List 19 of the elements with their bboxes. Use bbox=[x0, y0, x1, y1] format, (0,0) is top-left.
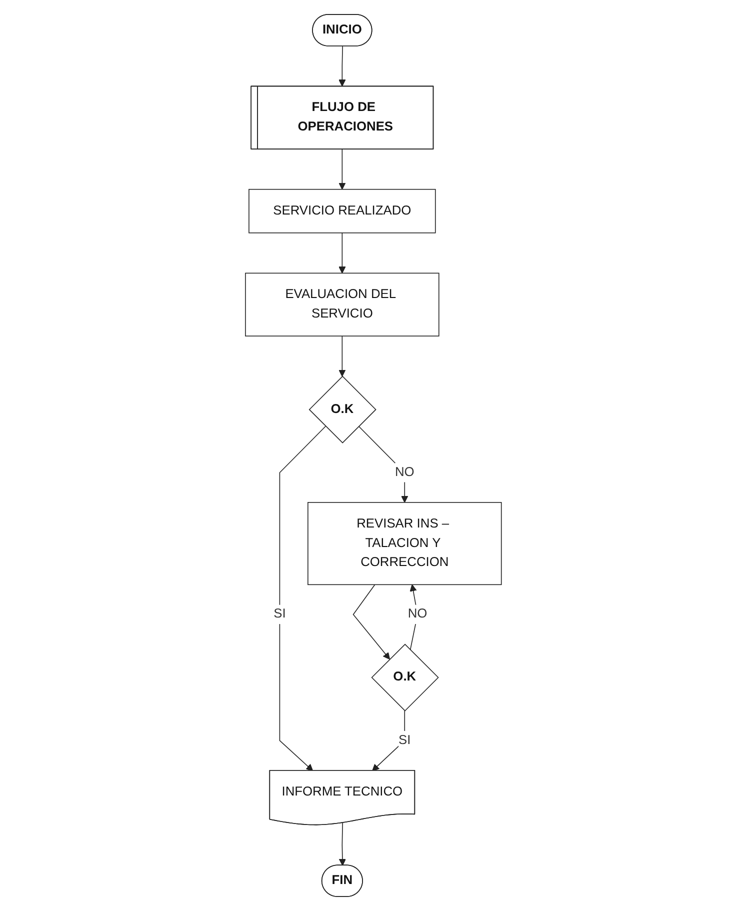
node-box: REVISAR INS – TALACION Y CORRECCION bbox=[307, 502, 502, 586]
arrow bbox=[358, 426, 408, 503]
arrow bbox=[338, 46, 346, 87]
node-box: SERVICIO REALIZADO bbox=[248, 188, 436, 234]
arrow bbox=[338, 822, 346, 866]
arrow bbox=[338, 148, 346, 190]
arrow bbox=[352, 584, 390, 660]
arrow bbox=[338, 232, 346, 274]
edge-label: SI bbox=[398, 733, 410, 748]
edge-label: NO bbox=[407, 607, 427, 621]
edge-label: SI bbox=[273, 607, 286, 621]
arrow bbox=[409, 584, 418, 650]
arrow bbox=[278, 426, 326, 772]
arrow bbox=[338, 336, 346, 377]
node-diamond: O.K bbox=[308, 376, 376, 444]
arrow bbox=[372, 710, 405, 772]
node-box: EVALUACION DEL SERVICIO bbox=[244, 272, 439, 336]
edge-label: NO bbox=[394, 465, 414, 480]
node-diamond: O.K bbox=[370, 644, 438, 712]
